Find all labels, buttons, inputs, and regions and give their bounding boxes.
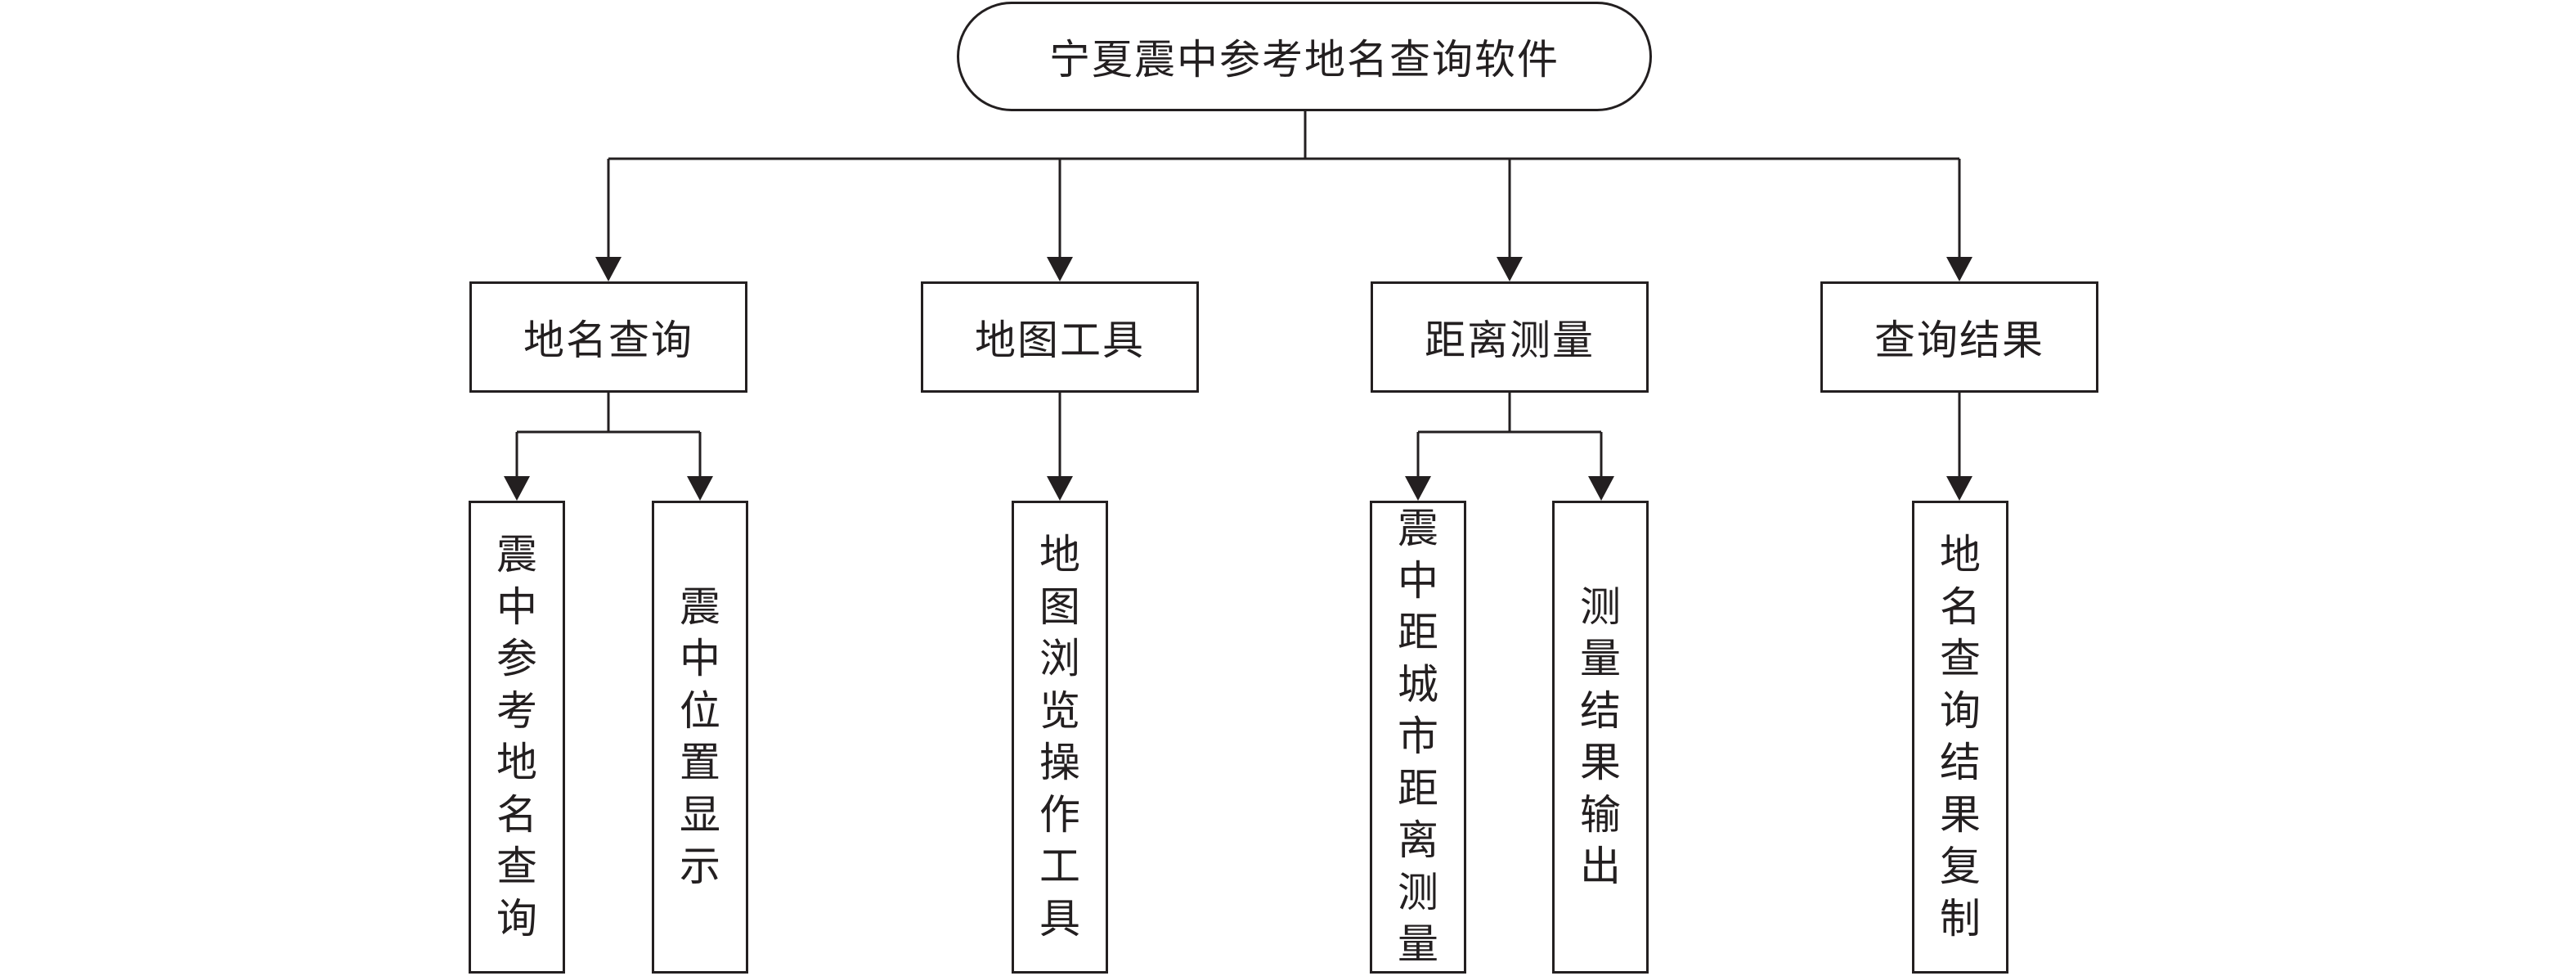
feature-map-browse-tools: 地图浏览操作工具 — [1012, 501, 1108, 974]
feature-query-result-copy: 地名查询结果复制 — [1912, 501, 2008, 974]
feature-label: 地图浏览操作工具 — [1039, 531, 1080, 942]
feature-label: 震中位置显示 — [680, 582, 720, 891]
feature-arrowhead — [687, 476, 713, 501]
feature-label: 地名查询结果复制 — [1940, 531, 1981, 942]
module-query-results: 查询结果 — [1820, 281, 2098, 393]
module-arrowhead — [1946, 257, 1972, 281]
feature-arrowhead — [1405, 476, 1431, 501]
root-node: 宁夏震中参考地名查询软件 — [957, 2, 1652, 111]
feature-label: 测量结果输出 — [1580, 582, 1621, 891]
root-label: 宁夏震中参考地名查询软件 — [1049, 36, 1560, 83]
module-arrowhead — [1047, 257, 1073, 281]
module-place-name-query: 地名查询 — [469, 281, 747, 393]
module-arrowhead — [595, 257, 622, 281]
feature-epicenter-city-distance: 震中距城市距离测量 — [1370, 501, 1466, 974]
module-distance-measurement: 距离测量 — [1371, 281, 1649, 393]
feature-arrowhead — [504, 476, 530, 501]
module-map-tools: 地图工具 — [921, 281, 1199, 393]
feature-label: 震中参考地名查询 — [496, 531, 537, 942]
feature-arrowhead — [1047, 476, 1073, 501]
module-label: 查询结果 — [1874, 317, 2044, 364]
module-arrowhead — [1497, 257, 1523, 281]
feature-epicenter-location-display: 震中位置显示 — [652, 501, 748, 974]
module-label: 地名查询 — [523, 317, 693, 364]
feature-arrowhead — [1946, 476, 1972, 501]
feature-epicenter-reference-query: 震中参考地名查询 — [469, 501, 565, 974]
feature-arrowhead — [1588, 476, 1614, 501]
module-label: 地图工具 — [975, 317, 1145, 364]
feature-measurement-output: 测量结果输出 — [1552, 501, 1649, 974]
module-label: 距离测量 — [1425, 317, 1595, 364]
feature-label: 震中距城市距离测量 — [1398, 505, 1438, 969]
